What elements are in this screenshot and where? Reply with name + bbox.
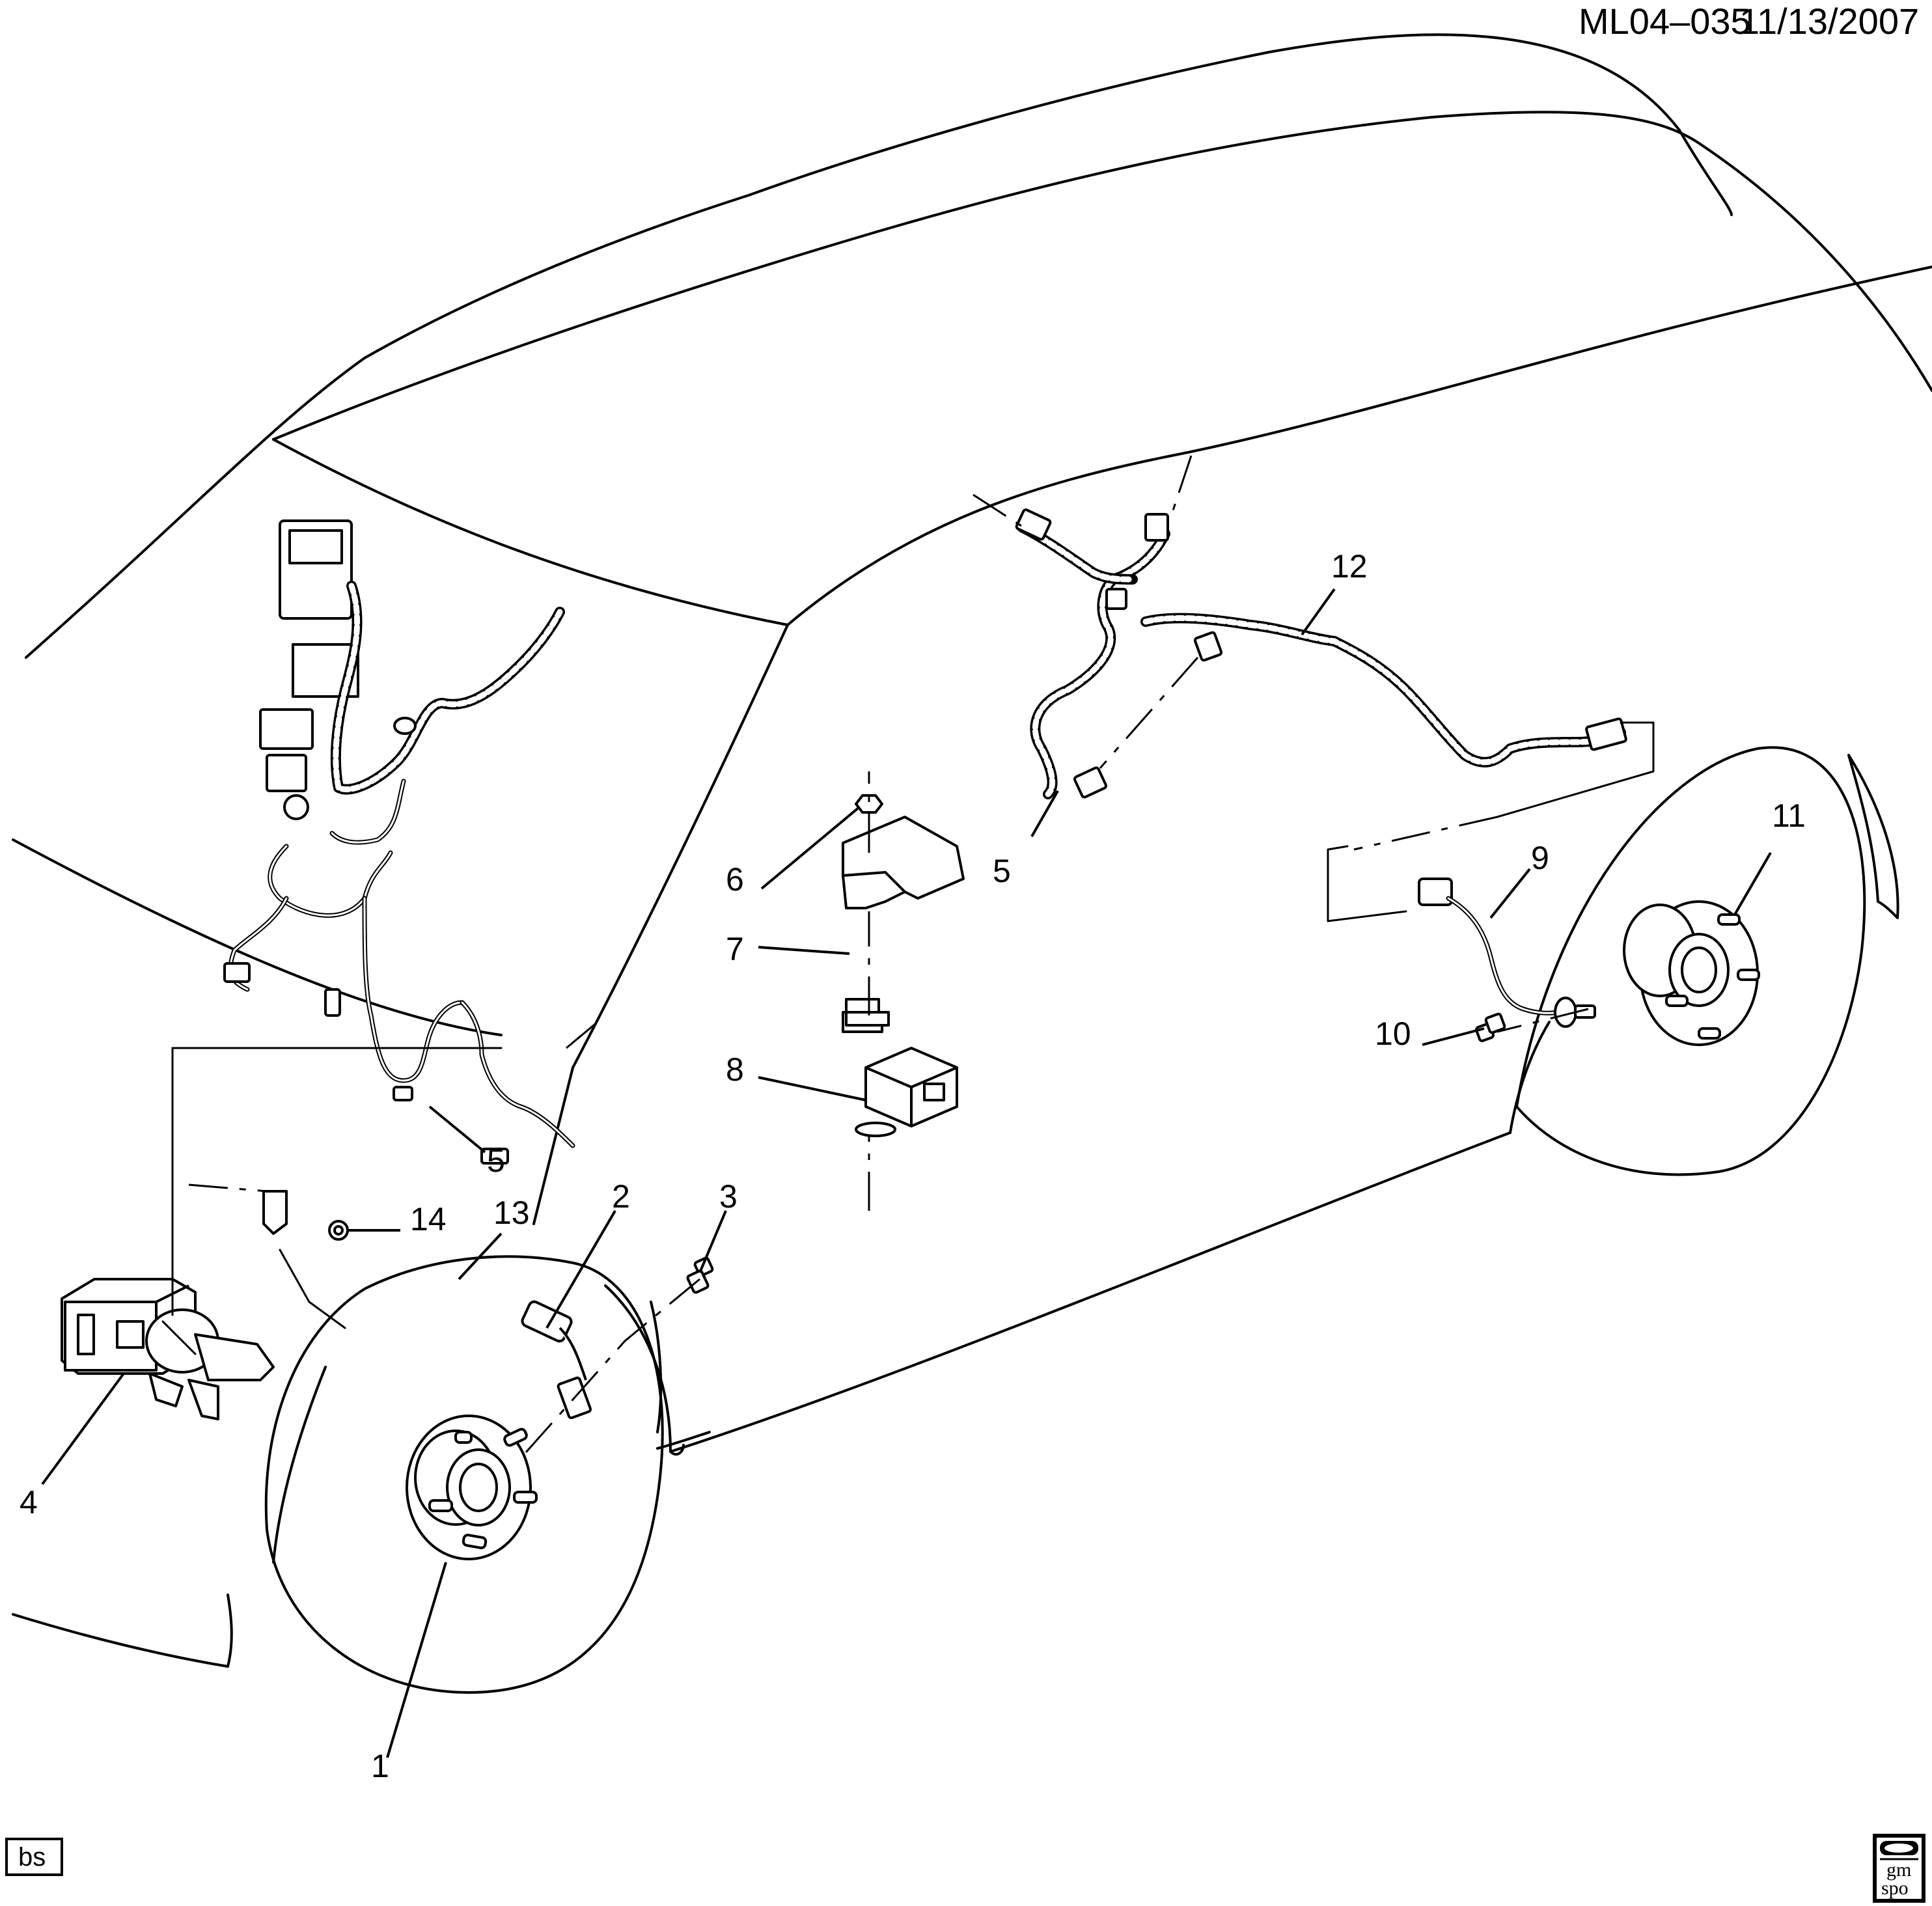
logo-line-1: gm: [1886, 1859, 1911, 1881]
callout-6: 6: [726, 861, 744, 898]
callout-5-front: 5: [487, 1142, 505, 1179]
callout-4: 4: [20, 1484, 38, 1521]
callout-13: 13: [493, 1195, 530, 1231]
callout-11: 11: [1772, 797, 1806, 834]
bolt-3[interactable]: [686, 1256, 714, 1294]
diagram-code: ML04–035: [1579, 1, 1751, 42]
bracket-14[interactable]: [262, 1190, 349, 1241]
callout-2: 2: [612, 1178, 630, 1215]
callout-14: 14: [410, 1201, 447, 1237]
diagram-date: 11/13/2007: [1739, 1, 1919, 42]
leader-lines: [41, 588, 1772, 1758]
rear-wheel-speed-sensor[interactable]: [1418, 877, 1596, 1028]
front-wheel: [264, 1255, 685, 1694]
callout-3: 3: [719, 1178, 738, 1215]
callout-labels: 1 2 3 4 5 5 6 7 8 9 10 11 12 13 14: [20, 548, 1806, 1784]
rear-harness[interactable]: [1015, 508, 1627, 799]
rear-wheel: [1515, 746, 1866, 1176]
callout-8: 8: [726, 1051, 744, 1088]
front-wheel-speed-sensor[interactable]: [521, 1300, 592, 1420]
front-abs-harness[interactable]: [223, 581, 575, 1148]
nut-6[interactable]: [855, 794, 883, 814]
callout-10: 10: [1375, 1015, 1411, 1052]
abs-module[interactable]: [61, 1278, 275, 1420]
vehicle-body-outline: [12, 33, 1932, 1668]
gm-spo-logo: gm spo: [1873, 1834, 1925, 1903]
callout-5-rear: 5: [993, 853, 1011, 889]
front-harness-connectors[interactable]: [259, 519, 509, 1165]
callout-7: 7: [726, 931, 744, 967]
bolt-10[interactable]: [1475, 1012, 1506, 1042]
rear-wheel-hub[interactable]: [1623, 900, 1760, 1046]
bs-badge-label: bs: [18, 1843, 46, 1871]
front-wheel-hub[interactable]: [406, 1415, 538, 1560]
cover-7[interactable]: [842, 816, 965, 1033]
callout-12: 12: [1331, 548, 1368, 585]
alignment-lines: [188, 455, 1589, 1459]
group-frames: [161, 721, 1655, 1355]
bs-badge: bs: [5, 1838, 63, 1876]
logo-line-2: spo: [1881, 1877, 1909, 1899]
callout-1: 1: [371, 1748, 389, 1784]
sensor-module-8[interactable]: [855, 1047, 958, 1137]
callout-9: 9: [1531, 840, 1549, 876]
